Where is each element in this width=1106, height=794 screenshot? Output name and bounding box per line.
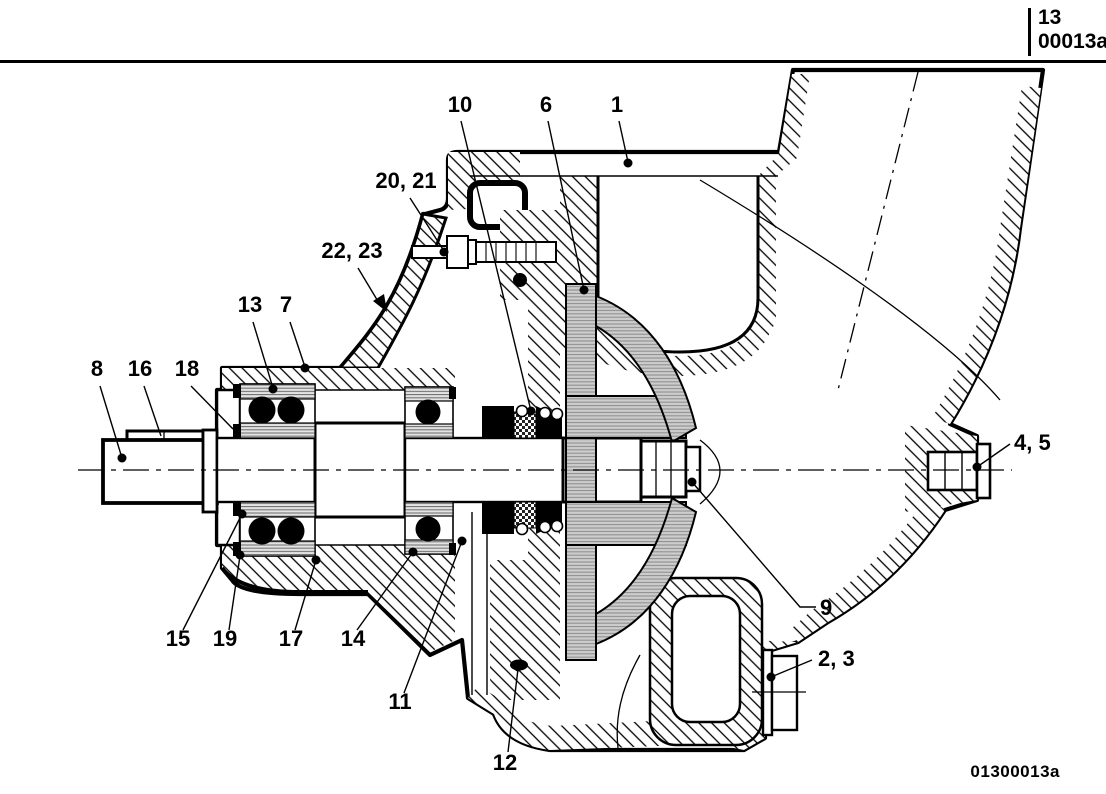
callout-14: 14 [341,547,418,651]
header-section-number: 13 [1038,6,1062,29]
lower-contour [616,654,641,749]
bottom-volute-channel [648,576,764,747]
header-page-code: 00013a [1038,30,1106,53]
svg-text:19: 19 [213,626,237,651]
flange-o-ring [513,273,527,287]
circlip-bottom [233,542,241,556]
bottom-wall-hatch [468,686,713,750]
callout-15: 15 [166,509,247,651]
bearing-left [233,383,316,557]
svg-text:15: 15 [166,626,190,651]
shaft-shoulder [201,428,219,514]
header-block: 13 00013a [1028,6,1106,58]
impeller-rear-shroud [565,283,597,661]
pipe-centerline [837,71,919,391]
impeller-front-shroud-top [595,294,698,444]
suction-contour [699,439,721,505]
svg-text:13: 13 [238,292,262,317]
callout-20-21: 20, 21 [375,168,449,257]
callout-2-3: 2, 3 [766,646,855,682]
callout-1: 1 [611,92,633,168]
svg-text:4, 5: 4, 5 [1014,430,1051,455]
header-divider [1028,8,1031,56]
svg-text:9: 9 [820,595,832,620]
shaft-end [101,438,219,505]
callout-10: 10 [448,92,536,416]
gland-hatch [490,560,560,700]
impeller-nut [639,439,702,499]
svg-text:22, 23: 22, 23 [321,238,382,263]
callout-13: 13 [238,292,278,394]
pipe-wall-hatch [758,74,810,332]
callout-6: 6 [540,92,589,295]
callout-9: 9 [687,477,832,620]
svg-text:18: 18 [175,356,199,381]
inner-wall-contour [699,179,1001,401]
mechanical-seal [471,404,564,695]
svg-text:1: 1 [611,92,623,117]
svg-text:11: 11 [388,689,411,714]
callout-11: 11 [388,536,467,714]
footer-figure-code: 01300013a [970,762,1060,781]
callout-4-5: 4, 5 [972,430,1051,472]
callout-8: 8 [91,356,127,463]
callout-19: 19 [213,550,245,651]
svg-text:16: 16 [128,356,152,381]
svg-text:12: 12 [493,750,517,775]
callout-16: 16 [128,356,162,437]
callout-7: 7 [280,292,310,373]
svg-text:6: 6 [540,92,552,117]
circlip-top [233,384,241,398]
svg-text:8: 8 [91,356,103,381]
callout-12: 12 [493,664,522,775]
svg-text:2, 3: 2, 3 [818,646,855,671]
volute-bottom-hatch [560,300,776,376]
impeller-front-shroud-bottom [595,496,698,646]
plug-right [926,442,992,500]
callout-22-23: 22, 23 [321,238,387,312]
svg-text:14: 14 [341,626,366,651]
bearing-right [404,386,456,555]
impeller [565,283,698,661]
shaft [101,421,643,519]
callouts: 10 6 1 20, 21 22, 23 [91,92,1051,775]
pipe-right-wall-hatch [932,86,1041,424]
callout-18: 18 [175,356,234,430]
lower-right-wall-hatch [790,496,945,642]
callout-17: 17 [279,555,321,651]
svg-text:17: 17 [279,626,303,651]
svg-text:7: 7 [280,292,292,317]
svg-text:10: 10 [448,92,472,117]
header-rule [0,60,1106,63]
svg-text:20, 21: 20, 21 [375,168,436,193]
